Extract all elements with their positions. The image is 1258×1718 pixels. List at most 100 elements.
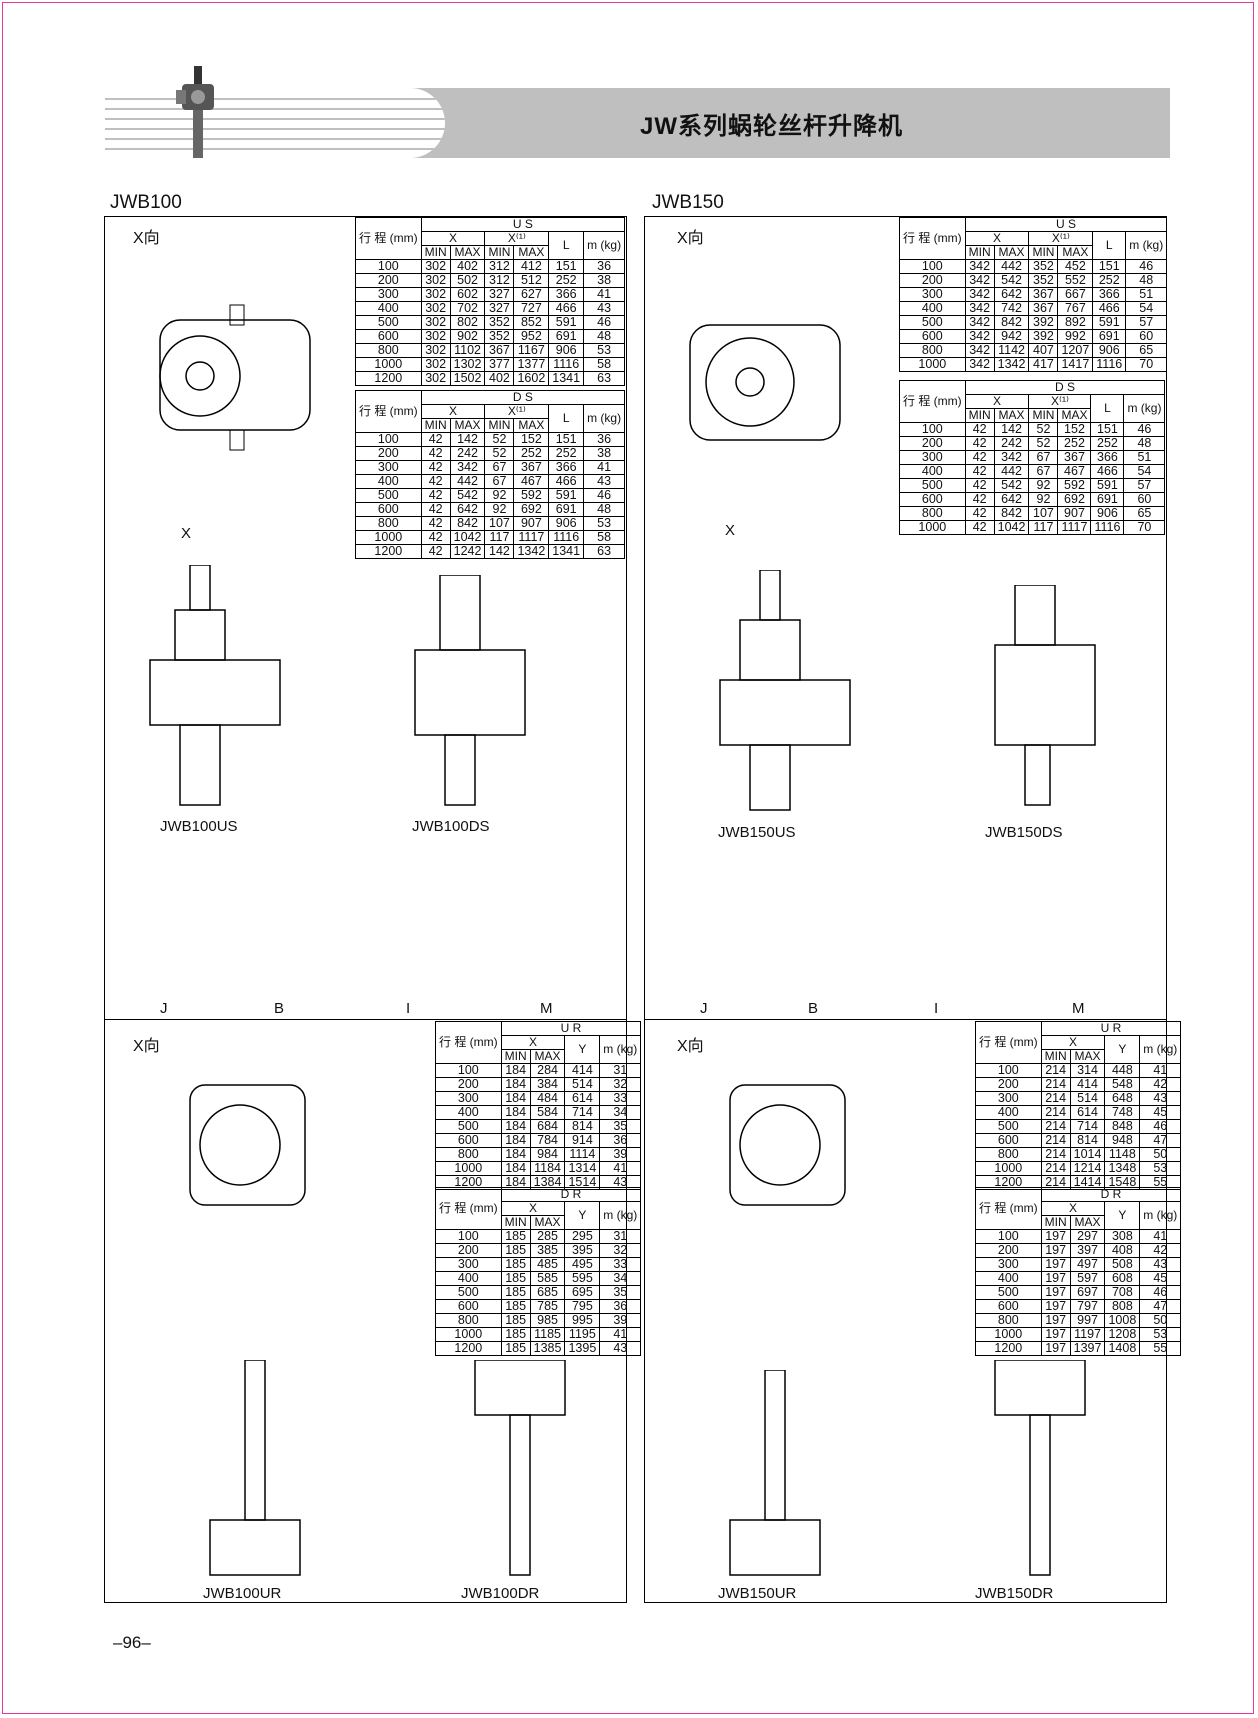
table-cell: 42 — [964, 436, 995, 451]
table-cell: 67 — [484, 474, 515, 489]
col-header-mass: m (kg) — [1139, 1201, 1182, 1230]
table-cell: 592 — [513, 488, 550, 503]
table-cell: 42 — [420, 544, 451, 559]
table-cell: 60 — [1125, 329, 1168, 344]
table-cell: 600 — [435, 1299, 502, 1314]
col-header-x1: X⁽¹⁾ — [484, 231, 550, 246]
table-cell: 200 — [435, 1077, 502, 1092]
col-header-max: MAX — [449, 418, 486, 433]
table-cell: 1514 — [564, 1175, 601, 1190]
table-cell: 70 — [1123, 520, 1166, 535]
table-cell: 100 — [435, 1063, 502, 1078]
x-direction-label: X向 — [133, 1038, 160, 1055]
table-cell: 300 — [975, 1257, 1042, 1272]
table-cell: 727 — [513, 301, 550, 316]
col-header-x1: X⁽¹⁾ — [1028, 394, 1092, 409]
table-cell: 585 — [529, 1271, 566, 1286]
table-cell: 50 — [1139, 1147, 1182, 1162]
table-cell: 342 — [964, 259, 995, 274]
table-cell: 785 — [529, 1299, 566, 1314]
table-cell: 41 — [1139, 1063, 1182, 1078]
table-cell: 197 — [1040, 1313, 1071, 1328]
table-cell: 43 — [583, 474, 626, 489]
table-cell: 1042 — [993, 520, 1030, 535]
table-cell: 252 — [548, 446, 585, 461]
table-cell: 32 — [599, 1243, 642, 1258]
col-header-max: MAX — [993, 408, 1030, 423]
view-label: JWB150US — [718, 824, 796, 841]
table-cell: 1000 — [435, 1327, 502, 1342]
table-cell: 117 — [484, 530, 515, 545]
table-cell: 42 — [1139, 1077, 1182, 1092]
section-title-jwb100: JWB100 — [110, 192, 182, 213]
table-cell: 1000 — [435, 1161, 502, 1176]
table-cell: 33 — [599, 1091, 642, 1106]
table-cell: 1200 — [975, 1341, 1042, 1356]
table-cell: 1114 — [564, 1147, 601, 1162]
table-cell: 367 — [1028, 301, 1059, 316]
table-cell: 1116 — [548, 530, 585, 545]
table-cell: 185 — [500, 1313, 531, 1328]
table-cell: 300 — [355, 287, 422, 302]
table-cell: 400 — [355, 301, 422, 316]
table-cell: 608 — [1104, 1271, 1141, 1286]
table-cell: 1000 — [355, 530, 422, 545]
table-cell: 366 — [548, 287, 585, 302]
view-label: JWB100UR — [203, 1585, 282, 1602]
table-cell: 500 — [435, 1119, 502, 1134]
table-cell: 697 — [1069, 1285, 1106, 1300]
table-cell: 384 — [529, 1077, 566, 1092]
col-header-stroke: 行 程 (mm) — [899, 380, 966, 423]
table-cell: 906 — [548, 343, 585, 358]
col-header-min: MIN — [1028, 245, 1059, 260]
table-cell: 400 — [899, 464, 966, 479]
table-cell: 200 — [435, 1243, 502, 1258]
table-cell: 842 — [993, 315, 1030, 330]
col-header-min: MIN — [484, 245, 515, 260]
table-cell: 47 — [1139, 1133, 1182, 1148]
table-cell: 1185 — [529, 1327, 566, 1342]
table-cell: 952 — [513, 329, 550, 344]
table-cell: 31 — [599, 1063, 642, 1078]
table-cell: 214 — [1040, 1175, 1071, 1190]
table-cell: 57 — [1125, 315, 1168, 330]
table-cell: 48 — [583, 502, 626, 517]
part-label: J — [160, 1000, 168, 1017]
table-cell: 342 — [993, 450, 1030, 465]
table-cell: 107 — [484, 516, 515, 531]
table-cell: 500 — [899, 478, 966, 493]
table-cell: 442 — [993, 259, 1030, 274]
table-cell: 1167 — [513, 343, 550, 358]
table-cell: 312 — [484, 259, 515, 274]
table-cell: 500 — [975, 1119, 1042, 1134]
table-cell: 46 — [1139, 1285, 1182, 1300]
table-cell: 1502 — [449, 371, 486, 386]
table-cell: 842 — [449, 516, 486, 531]
table-cell: 800 — [899, 506, 966, 521]
table-cell: 1000 — [975, 1161, 1042, 1176]
table-cell: 42 — [964, 478, 995, 493]
col-header-min: MIN — [964, 408, 995, 423]
table-cell: 1207 — [1057, 343, 1094, 358]
table-cell: 714 — [564, 1105, 601, 1120]
table-cell: 42 — [1139, 1243, 1182, 1258]
table-cell: 1000 — [899, 357, 966, 372]
table-cell: 408 — [1104, 1243, 1141, 1258]
table-cell: 295 — [564, 1229, 601, 1244]
table-cell: 42 — [420, 432, 451, 447]
table-cell: 184 — [500, 1091, 531, 1106]
table-cell: 197 — [1040, 1341, 1071, 1356]
table-cell: 1385 — [529, 1341, 566, 1356]
table-cell: 252 — [513, 446, 550, 461]
